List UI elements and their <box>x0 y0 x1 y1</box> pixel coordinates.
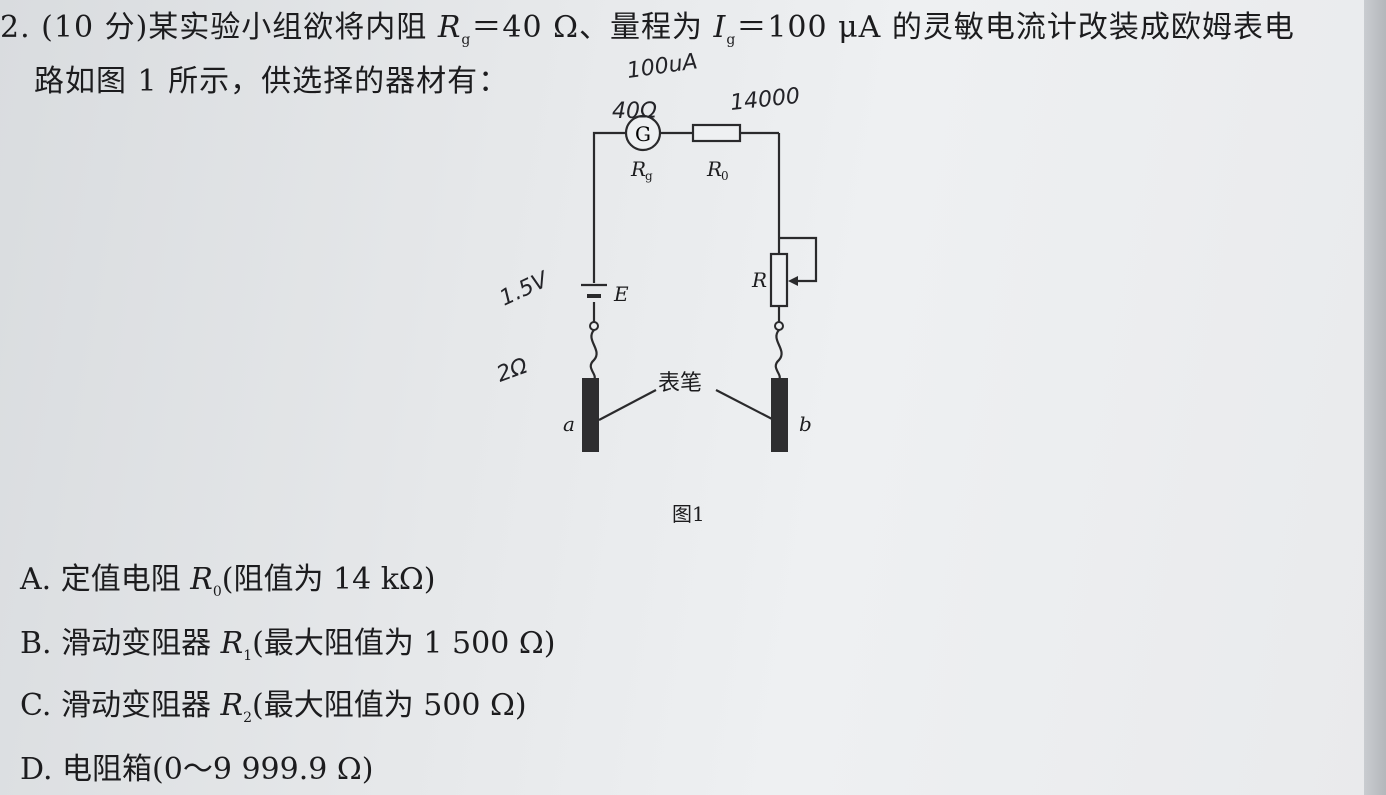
rg-label: R <box>630 157 646 181</box>
option-symbol: R <box>190 562 213 597</box>
option-c: C. 滑动变阻器 R2(最大阻值为 500 Ω) <box>20 680 527 726</box>
option-d: D. 电阻箱(0～9 999.9 Ω) <box>20 752 374 787</box>
battery-label: E <box>613 282 629 306</box>
option-text: (阻值为 14 kΩ) <box>221 562 436 597</box>
battery-icon <box>581 283 607 298</box>
option-text: (最大阻值为 500 Ω) <box>252 688 527 723</box>
probe-a-label: a <box>563 412 575 436</box>
question-text: ＝100 μA 的灵敏电流计改装成欧姆表电 <box>736 10 1295 45</box>
option-symbol: R <box>220 626 244 661</box>
option-text: B. 滑动变阻器 <box>20 626 221 661</box>
resistor-r0-icon <box>691 123 742 143</box>
terminal-icon <box>589 321 599 331</box>
option-b: B. 滑动变阻器 R1(最大阻值为 1 500 Ω) <box>20 618 555 664</box>
rheostat-icon <box>769 252 789 308</box>
terminal-icon <box>774 321 784 331</box>
rg-symbol: R <box>437 10 462 45</box>
question-text: ＝40 Ω、量程为 <box>471 10 714 45</box>
arrow-icon <box>788 276 798 286</box>
figure-caption: 图1 <box>672 502 705 526</box>
option-text: C. 滑动变阻器 <box>20 688 221 723</box>
ig-subscript: g <box>726 32 737 48</box>
handwritten-note: 14000 <box>729 84 801 116</box>
option-subscript: 2 <box>243 710 253 726</box>
option-subscript: 0 <box>212 584 222 600</box>
probe-a-icon <box>582 378 599 452</box>
handwritten-note: 1.5V <box>496 267 554 312</box>
circuit-wires <box>589 131 783 421</box>
circuit-figure: G R g R 0 E R 表笔 a b 图1 <box>494 49 818 526</box>
option-a: A. 定值电阻 R0(阻值为 14 kΩ) <box>20 554 436 600</box>
probe-b-label: b <box>799 412 812 436</box>
handwritten-note: 100uA <box>625 49 699 84</box>
r0-label-sub: 0 <box>721 169 729 183</box>
option-symbol: R <box>220 688 244 723</box>
rg-label-sub: g <box>645 169 653 183</box>
ig-symbol: I <box>713 10 727 45</box>
probe-b-icon <box>771 378 788 452</box>
rheostat-slider-icon <box>779 236 818 283</box>
paper-edge <box>1364 0 1386 795</box>
probes-label: 表笔 <box>658 371 702 396</box>
galvanometer-icon <box>624 114 662 152</box>
question-line-1: 2. (10 分)某实验小组欲将内阻 Rg＝40 Ω、量程为 Ig＝100 μA… <box>0 2 1295 48</box>
handwritten-note: 2Ω <box>494 354 532 388</box>
rg-subscript: g <box>461 32 472 48</box>
question-line-2: 路如图 1 所示，供选择的器材有： <box>34 64 510 99</box>
handwritten-note: 40Ω <box>612 99 657 124</box>
question-text: 2. (10 分)某实验小组欲将内阻 <box>0 10 438 45</box>
galvanometer-label: G <box>635 122 651 146</box>
rheostat-label: R <box>751 268 767 292</box>
option-subscript: 1 <box>243 648 253 664</box>
option-text: A. 定值电阻 <box>20 562 191 597</box>
r0-label: R <box>706 157 722 181</box>
option-text: (最大阻值为 1 500 Ω) <box>252 626 556 661</box>
